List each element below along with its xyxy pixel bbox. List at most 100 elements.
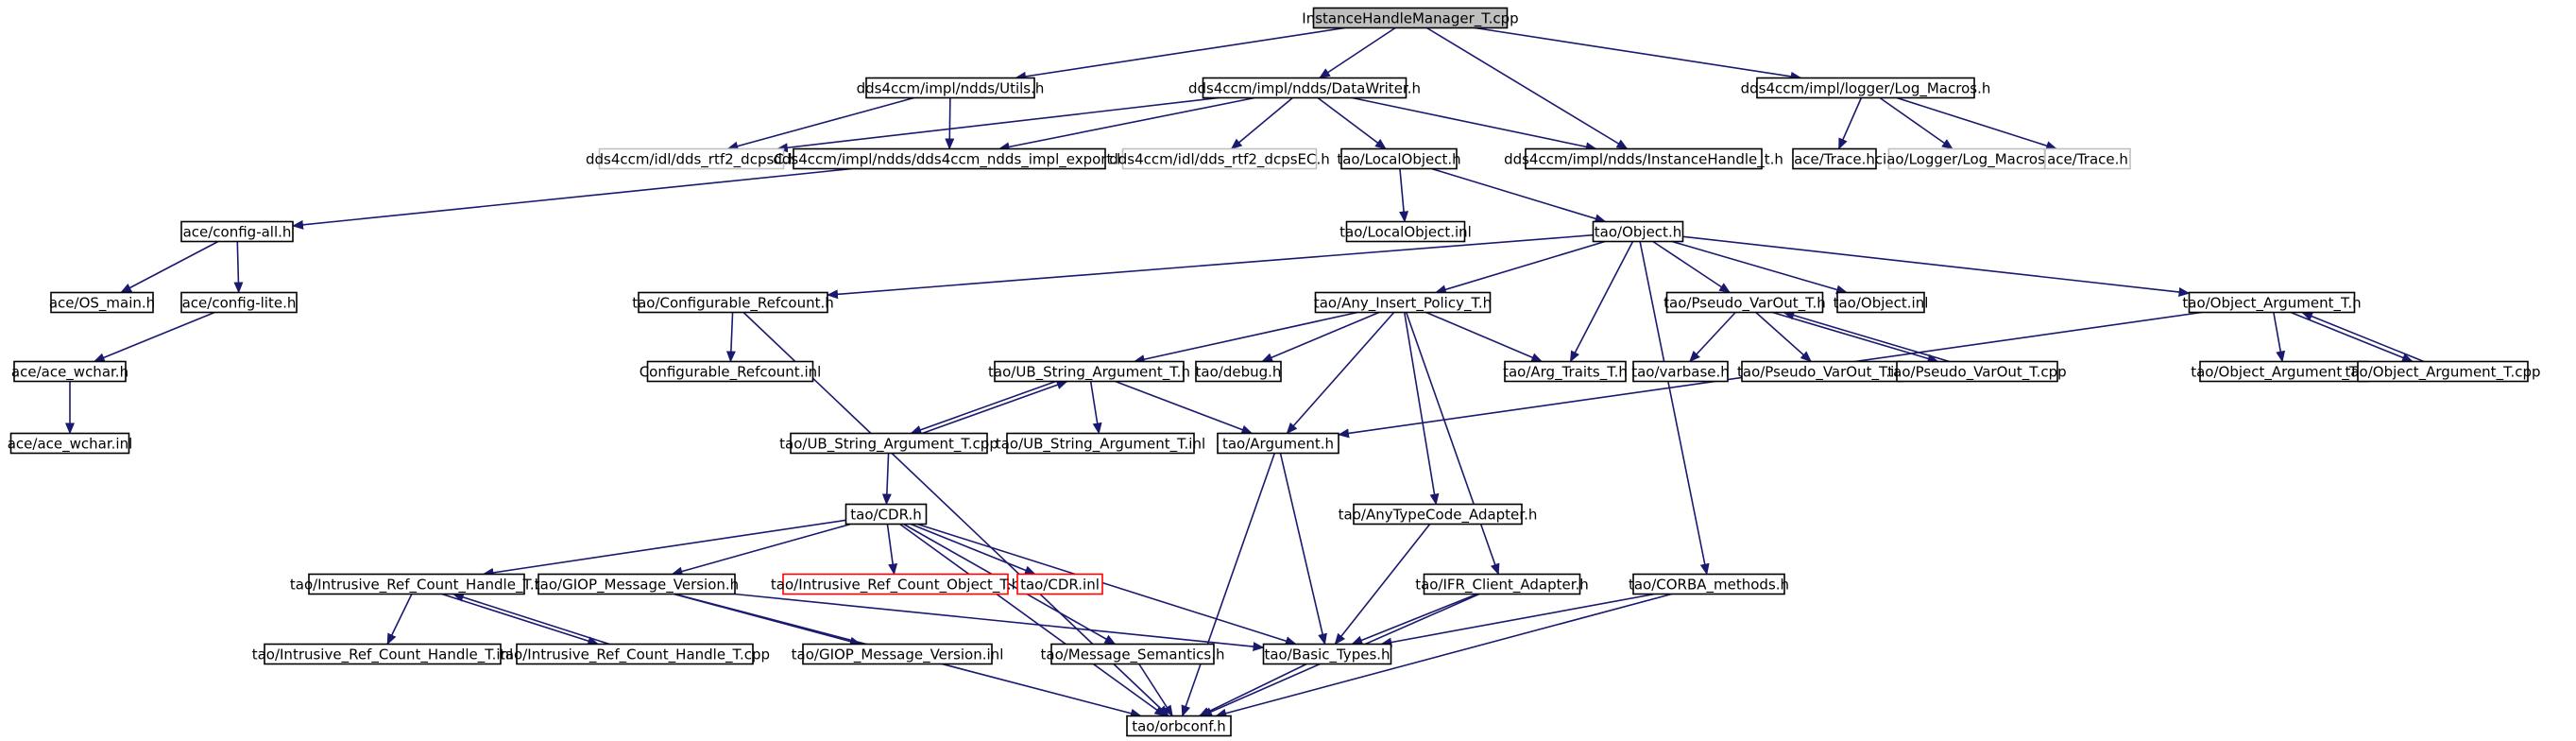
node-label: InstanceHandleManager_T.cpp: [1302, 10, 1518, 28]
node-rtf2c[interactable]: dds4ccm/idl/dds_rtf2_dcpsC.h: [586, 147, 797, 170]
node-debug[interactable]: tao/debug.h: [1195, 360, 1282, 383]
node-label: tao/UB_String_Argument_T.h: [988, 364, 1190, 382]
edge-cdr-to-basictypes: [916, 523, 1297, 646]
node-label: tao/Intrusive_Ref_Count_Handle_T.h: [290, 577, 543, 595]
node-giopver[interactable]: tao/GIOP_Message_Version.h: [535, 573, 739, 595]
node-osmain[interactable]: ace/OS_main.h: [49, 291, 155, 314]
node-box: [1632, 360, 1729, 383]
node-irefco[interactable]: tao/Intrusive_Ref_Count_Object_T.h: [771, 573, 1020, 595]
node-label: tao/Object_Argument_T.cpp: [2345, 364, 2540, 382]
node-objectinl[interactable]: tao/Object.inl: [1834, 291, 1929, 314]
node-box: [1665, 291, 1824, 314]
node-box: [308, 573, 525, 595]
node-anyinsert[interactable]: tao/Any_Insert_Policy_T.h: [1314, 291, 1492, 314]
edge-anyinsert-to-argtraits: [1425, 311, 1544, 363]
node-label: tao/varbase.h: [1631, 364, 1730, 381]
node-label: tao/Object.inl: [1834, 295, 1929, 312]
edge-object-to-confrefcount: [827, 233, 1594, 300]
edge-cdr-to-msgsem: [903, 523, 1117, 646]
node-configlite[interactable]: ace/config-lite.h: [180, 291, 298, 314]
node-export[interactable]: dds4ccm/impl/ndds/dds4ccm_ndds_impl_expo…: [773, 147, 1126, 170]
node-ifrclient[interactable]: tao/IFR_Client_Adapter.h: [1415, 573, 1589, 595]
node-object[interactable]: tao/Object.h: [1592, 220, 1684, 243]
edge-logmacros-to-acetrace2: [1896, 96, 2058, 150]
node-pseudovaroutinl[interactable]: tao/Pseudo_VarOut_T.inl: [1737, 360, 1907, 383]
node-ubstrarginl[interactable]: tao/UB_String_Argument_T.inl: [996, 432, 1205, 455]
edge-root-to-utils: [1015, 26, 1346, 81]
node-acetrace2[interactable]: ace/Trace.h: [2044, 147, 2131, 170]
node-acewchar[interactable]: ace/ace_wchar.h: [11, 360, 128, 383]
node-ubstrargcpp[interactable]: tao/UB_String_Argument_T.cpp: [779, 432, 998, 455]
node-irefch[interactable]: tao/Intrusive_Ref_Count_Handle_T.h: [290, 573, 543, 595]
edge-ubstrarg-to-ubstrargcpp: [910, 380, 1056, 435]
node-label: tao/Configurable_Refcount.h: [632, 295, 834, 313]
edge-export-to-configall: [292, 167, 853, 230]
node-basictypes[interactable]: tao/Basic_Types.h: [1262, 643, 1392, 665]
node-logmacros[interactable]: dds4ccm/impl/logger/Log_Macros.h: [1741, 77, 1991, 99]
node-label: tao/UB_String_Argument_T.cpp: [779, 436, 998, 454]
node-rtf2ec[interactable]: dds4ccm/idl/dds_rtf2_dcpsEC.h: [1109, 147, 1330, 170]
node-label: dds4ccm/impl/ndds/InstanceHandle_t.h: [1504, 151, 1783, 169]
node-acetrace1[interactable]: ace/Trace.h: [1792, 147, 1877, 170]
node-box: [1632, 573, 1785, 595]
edge-ifrclient-to-basictypes: [1351, 593, 1478, 646]
node-box: [2188, 291, 2356, 314]
node-objarg[interactable]: tao/Object_Argument_T.h: [2182, 291, 2362, 314]
node-datawriter[interactable]: dds4ccm/impl/ndds/DataWriter.h: [1188, 77, 1421, 99]
node-box: [1202, 77, 1407, 99]
node-box: [537, 573, 736, 595]
node-box: [598, 147, 785, 170]
node-ubstrarg[interactable]: tao/UB_String_Argument_T.h: [988, 360, 1190, 383]
node-acewcharinl[interactable]: ace/ace_wchar.inl: [8, 432, 133, 455]
edge-ubstrargcpp-to-ubstrarg: [922, 380, 1068, 435]
node-argument[interactable]: tao/Argument.h: [1217, 432, 1339, 455]
node-objargcpp[interactable]: tao/Object_Argument_T.cpp: [2345, 360, 2541, 383]
node-box: [1896, 360, 2058, 383]
node-pseudovaroutcpp[interactable]: tao/Pseudo_VarOut_T.cpp: [1887, 360, 2067, 383]
edge-object-to-anyinsert: [1434, 240, 1606, 295]
node-msgsem[interactable]: tao/Message_Semantics.h: [1041, 643, 1225, 665]
node-orbconf[interactable]: tao/orbconf.h: [1126, 715, 1232, 737]
node-localobjinl[interactable]: tao/LocalObject.inl: [1339, 220, 1472, 243]
node-corbamethods[interactable]: tao/CORBA_methods.h: [1629, 573, 1789, 595]
edge-localobj-to-localobjinl: [1399, 168, 1409, 223]
edge-argument-to-orbconf: [1181, 453, 1276, 717]
edge-argument-to-basictypes: [1279, 453, 1327, 646]
node-irefchinl[interactable]: tao/Intrusive_Ref_Count_Handle_T.inl: [252, 643, 514, 665]
node-label: tao/LocalObject.h: [1337, 151, 1460, 168]
node-anytypecode[interactable]: tao/AnyTypeCode_Adapter.h: [1339, 503, 1538, 526]
node-utils[interactable]: dds4ccm/impl/ndds/Utils.h: [857, 77, 1045, 99]
node-label: tao/Pseudo_VarOut_T.h: [1663, 295, 1826, 313]
node-root[interactable]: InstanceHandleManager_T.cpp: [1302, 7, 1519, 29]
edge-anyinsert-to-anytypecode: [1403, 312, 1440, 506]
edge-irefch-to-irefchinl: [386, 594, 413, 646]
node-box: [994, 360, 1185, 383]
edge-utils-to-rtf2c: [726, 96, 914, 151]
node-cdrinl[interactable]: tao/CDR.inl: [1016, 573, 1103, 595]
edge-root-to-datawriter: [1319, 26, 1396, 79]
node-giopverinl[interactable]: tao/GIOP_Message_Version.inl: [792, 643, 1004, 665]
node-localobj[interactable]: tao/LocalObject.h: [1337, 147, 1461, 170]
node-label: dds4ccm/impl/logger/Log_Macros.h: [1741, 80, 1991, 98]
node-varbase[interactable]: tao/varbase.h: [1631, 360, 1730, 383]
edge-configlite-to-acewchar: [93, 311, 215, 363]
node-confrefcountinl[interactable]: Configurable_Refcount.inl: [640, 360, 822, 383]
node-ciaolog[interactable]: ciao/Logger/Log_Macros.h: [1875, 147, 2058, 170]
node-insthandle[interactable]: dds4ccm/impl/ndds/InstanceHandle_t.h: [1504, 147, 1783, 170]
node-irefchcpp[interactable]: tao/Intrusive_Ref_Count_Handle_T.cpp: [500, 643, 770, 665]
node-cdr[interactable]: tao/CDR.h: [844, 503, 928, 526]
node-label: ciao/Logger/Log_Macros.h: [1875, 151, 2058, 169]
edge-logmacros-to-acetrace1: [1837, 97, 1863, 150]
node-pseudovarout[interactable]: tao/Pseudo_VarOut_T.h: [1663, 291, 1826, 314]
node-box: [1312, 7, 1509, 29]
node-box: [1006, 432, 1195, 455]
node-configall[interactable]: ace/config-all.h: [180, 220, 294, 243]
edge-cdr-to-cdrinl: [910, 523, 1036, 576]
node-box: [1345, 220, 1466, 243]
node-label: tao/Object.h: [1595, 224, 1681, 241]
node-argtraits[interactable]: tao/Arg_Traits_T.h: [1503, 360, 1628, 383]
node-label: tao/Intrusive_Ref_Count_Object_T.h: [771, 577, 1020, 595]
node-box: [13, 360, 127, 383]
node-confrefcount[interactable]: tao/Configurable_Refcount.h: [632, 291, 834, 314]
